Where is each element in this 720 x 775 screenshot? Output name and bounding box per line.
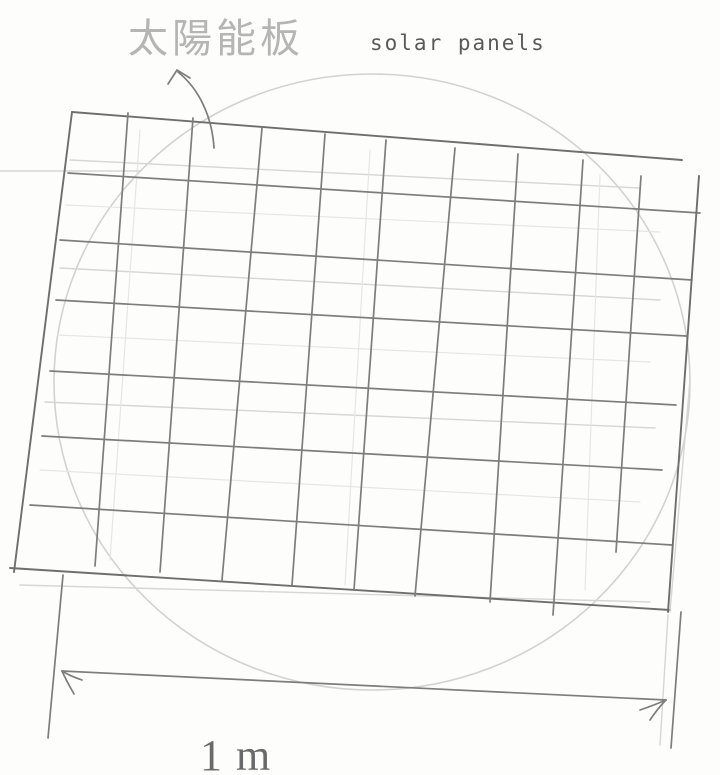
panel-column-line (292, 134, 325, 585)
guide-line (345, 150, 370, 585)
guide-line (110, 130, 140, 560)
panel-column-line (616, 176, 641, 552)
panel-column-line (415, 148, 455, 596)
guide-line (585, 175, 600, 590)
panel-row-line (30, 505, 672, 545)
guide-line (45, 402, 655, 428)
dimension-line (62, 671, 666, 720)
guide-line (66, 205, 660, 232)
dimension-label: 1m (200, 731, 284, 775)
dimension-measure-line (62, 671, 666, 700)
right-extension-line (671, 612, 681, 748)
right-extension-sketch (660, 615, 668, 745)
panel-bottom-edge (10, 568, 670, 610)
left-extension-line (48, 575, 63, 738)
panel-right-edge (668, 176, 699, 612)
guide-line (40, 470, 640, 502)
chinese-title: 太陽能板 (128, 16, 304, 62)
guide-line (58, 335, 650, 362)
panel-column-line (160, 118, 193, 572)
panel-right-edge-sketch (670, 380, 690, 612)
panel-row-line (50, 371, 676, 405)
panel-column-line (95, 113, 128, 566)
guide-line (70, 160, 640, 188)
erased-guide-lines (0, 130, 660, 602)
faint-sun-circle (54, 74, 690, 690)
panel-column-line (354, 140, 386, 590)
panel-row-line (56, 300, 686, 336)
english-title: solar panels (370, 31, 546, 55)
pointer-arrow-shaft (178, 72, 214, 148)
panel-top-edge (72, 112, 682, 160)
panel-left-edge (14, 112, 72, 572)
panel-horizontal-lines (10, 112, 700, 610)
panel-column-line (222, 128, 262, 580)
pointer-arrowhead (168, 70, 190, 84)
